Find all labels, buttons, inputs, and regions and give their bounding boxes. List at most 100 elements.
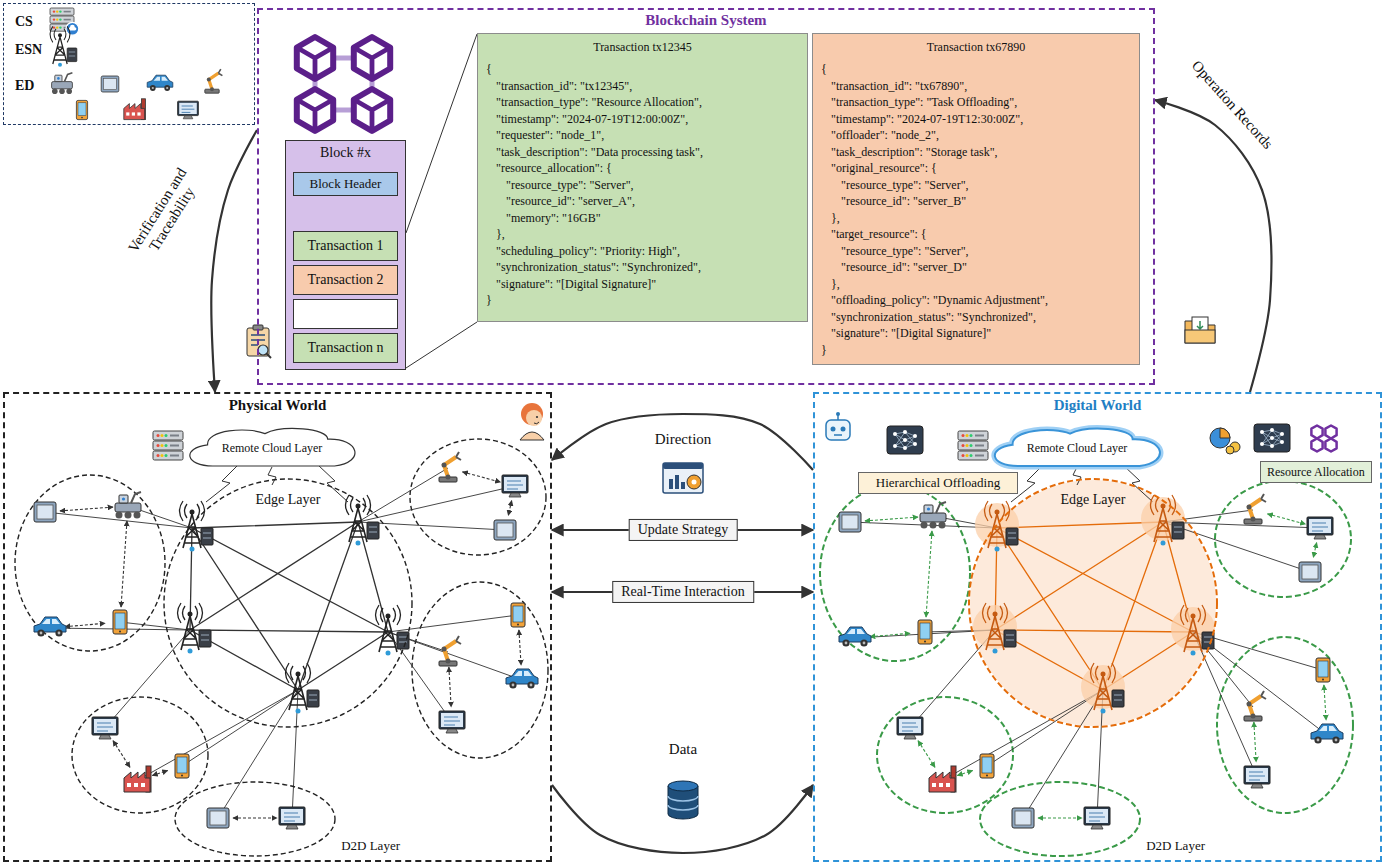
code-line: "timestamp": "2024-07-19T12:00:00Z",: [486, 111, 799, 128]
icon-part: [289, 676, 307, 710]
icon-part: [845, 642, 848, 645]
icon-part: [442, 647, 447, 652]
icon-part: [1161, 541, 1166, 546]
car-icon: [1311, 724, 1343, 744]
icon-part: [126, 112, 129, 115]
icon-part: [939, 783, 943, 787]
icon-part: [1270, 428, 1274, 432]
icon-part: [157, 444, 160, 447]
edge-label: Verification and Traceability: [119, 156, 211, 274]
icon-part: [137, 112, 140, 115]
icon-part: [50, 26, 70, 42]
icon-part: [170, 445, 179, 447]
icon-part: [536, 416, 538, 418]
icon-part: [920, 513, 946, 522]
icon-part: [970, 444, 973, 447]
icon-part: [513, 606, 523, 622]
icon-part: [397, 632, 409, 649]
icon-part: [116, 512, 123, 519]
icon-part: [207, 808, 229, 828]
monitor-icon: [279, 807, 305, 829]
icon-part: [986, 616, 1004, 650]
access-link: [388, 615, 518, 632]
device-cluster-outline: [1215, 481, 1351, 597]
node-label: Hierarchical Offloading: [876, 475, 1000, 491]
icon-part: [153, 431, 183, 440]
icon-part: [970, 434, 973, 437]
d2d-link: [121, 521, 127, 607]
database-icon: [668, 781, 698, 819]
icon-part: [170, 455, 179, 457]
icon-part: [839, 512, 861, 532]
code-line: "signature": "[Digital Signature]": [821, 325, 1131, 342]
access-link: [987, 690, 1103, 766]
code-line: "original_resource": {: [821, 160, 1131, 177]
icon-part: [150, 85, 156, 91]
code-line: "resource_id": "server_A",: [486, 193, 799, 210]
icon-part: [902, 723, 918, 731]
node-outline: [968, 478, 1218, 728]
factory-icon: [124, 99, 146, 120]
node-outline: [990, 428, 1164, 468]
icon-part: [1312, 523, 1328, 531]
code-line: "offloader": "node_2",: [821, 127, 1131, 144]
icon-part: [1335, 739, 1338, 742]
monitor-icon: [439, 711, 465, 733]
icon-part: [1261, 494, 1266, 502]
icon-part: [1254, 424, 1290, 452]
icon-part: [1008, 533, 1016, 538]
wireless-link: [318, 465, 348, 502]
icon-part: [354, 37, 390, 79]
icon-part: [985, 501, 1010, 521]
tower-highlight: [975, 503, 1019, 547]
icon-part: [1086, 809, 1108, 823]
icon-part: [860, 639, 867, 646]
icon-part: [986, 775, 988, 777]
icon-part: [1015, 811, 1031, 825]
icon-part: [966, 454, 969, 457]
icon-part: [1317, 739, 1320, 742]
icon-part: [456, 452, 461, 460]
icon-part: [379, 618, 397, 652]
icon-part: [161, 434, 164, 437]
phone-icon: [1316, 658, 1330, 682]
icon-part: [50, 8, 74, 15]
icon-part: [502, 475, 528, 493]
icon-part: [444, 641, 456, 661]
access-link: [1163, 522, 1320, 528]
icon-part: [53, 10, 55, 12]
wireless-link: [268, 467, 276, 485]
node-outline: [185, 428, 359, 468]
icon-part: [251, 335, 265, 345]
icon-part: [509, 681, 516, 688]
icon-part: [842, 639, 849, 646]
node-label: Remote Cloud Layer: [1027, 441, 1128, 456]
icon-part: [78, 103, 86, 116]
legend-entry: ED: [15, 76, 34, 94]
code-line: "memory": "16GB": [486, 210, 799, 227]
edge-label: Operation Records: [1186, 55, 1278, 155]
code-line: "resource_type": "Server",: [821, 243, 1131, 260]
tablet-icon: [101, 76, 119, 92]
icon-part: [1249, 696, 1261, 716]
region-outline: [969, 479, 1217, 727]
icon-part: [939, 522, 946, 529]
d2d-link: [1313, 543, 1316, 558]
blockchain-cubes-icon: [297, 37, 390, 131]
icon-part: [1210, 428, 1230, 448]
server-icon: [153, 431, 183, 460]
phone-icon: [76, 100, 87, 119]
icon-part: [399, 637, 407, 642]
icon-part: [663, 463, 703, 493]
icon-part: [1004, 630, 1016, 647]
icon-part: [1151, 495, 1176, 515]
icon-part: [40, 632, 43, 635]
icon-part: [494, 520, 516, 540]
icon-part: [42, 619, 50, 624]
icon-part: [663, 463, 703, 469]
folder-icon: [1185, 317, 1215, 343]
tower-highlight: [1081, 665, 1125, 709]
phone-icon: [175, 754, 189, 778]
